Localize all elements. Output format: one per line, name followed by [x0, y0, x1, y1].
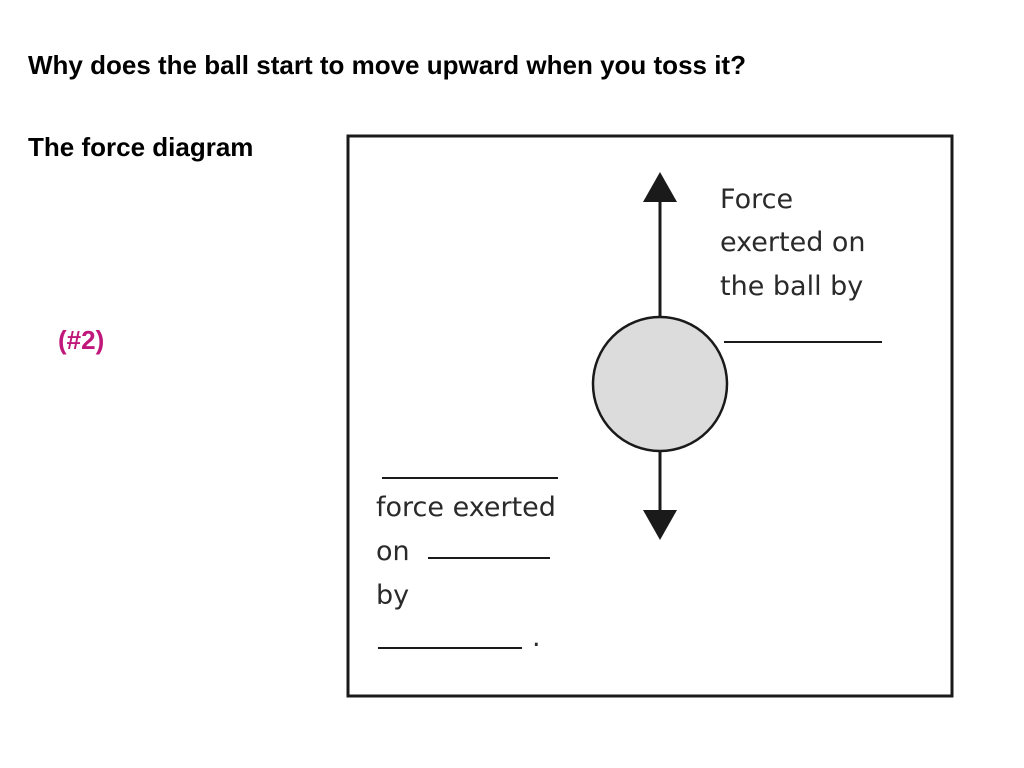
force-diagram-svg: Force exerted on the ball by force exert…	[346, 134, 954, 698]
ball	[591, 315, 729, 453]
force-diagram: Force exerted on the ball by force exert…	[340, 128, 960, 703]
lower-label-line-1: force exerted	[376, 492, 556, 523]
upper-label-line-3: the ball by	[720, 271, 863, 302]
question-number-tag: (#2)	[58, 325, 105, 355]
force-diagram-heading: The force diagram	[28, 132, 254, 162]
lower-label-line-3: by	[376, 580, 409, 611]
question-heading: Why does the ball start to move upward w…	[28, 50, 746, 80]
lower-label-period: .	[532, 622, 541, 653]
downward-arrowhead-icon	[643, 510, 677, 540]
upper-label-line-1: Force	[720, 184, 793, 215]
lower-label-line-2: on	[376, 536, 410, 567]
upper-label-line-2: exerted on	[720, 227, 866, 258]
upward-arrowhead-icon	[643, 172, 677, 202]
